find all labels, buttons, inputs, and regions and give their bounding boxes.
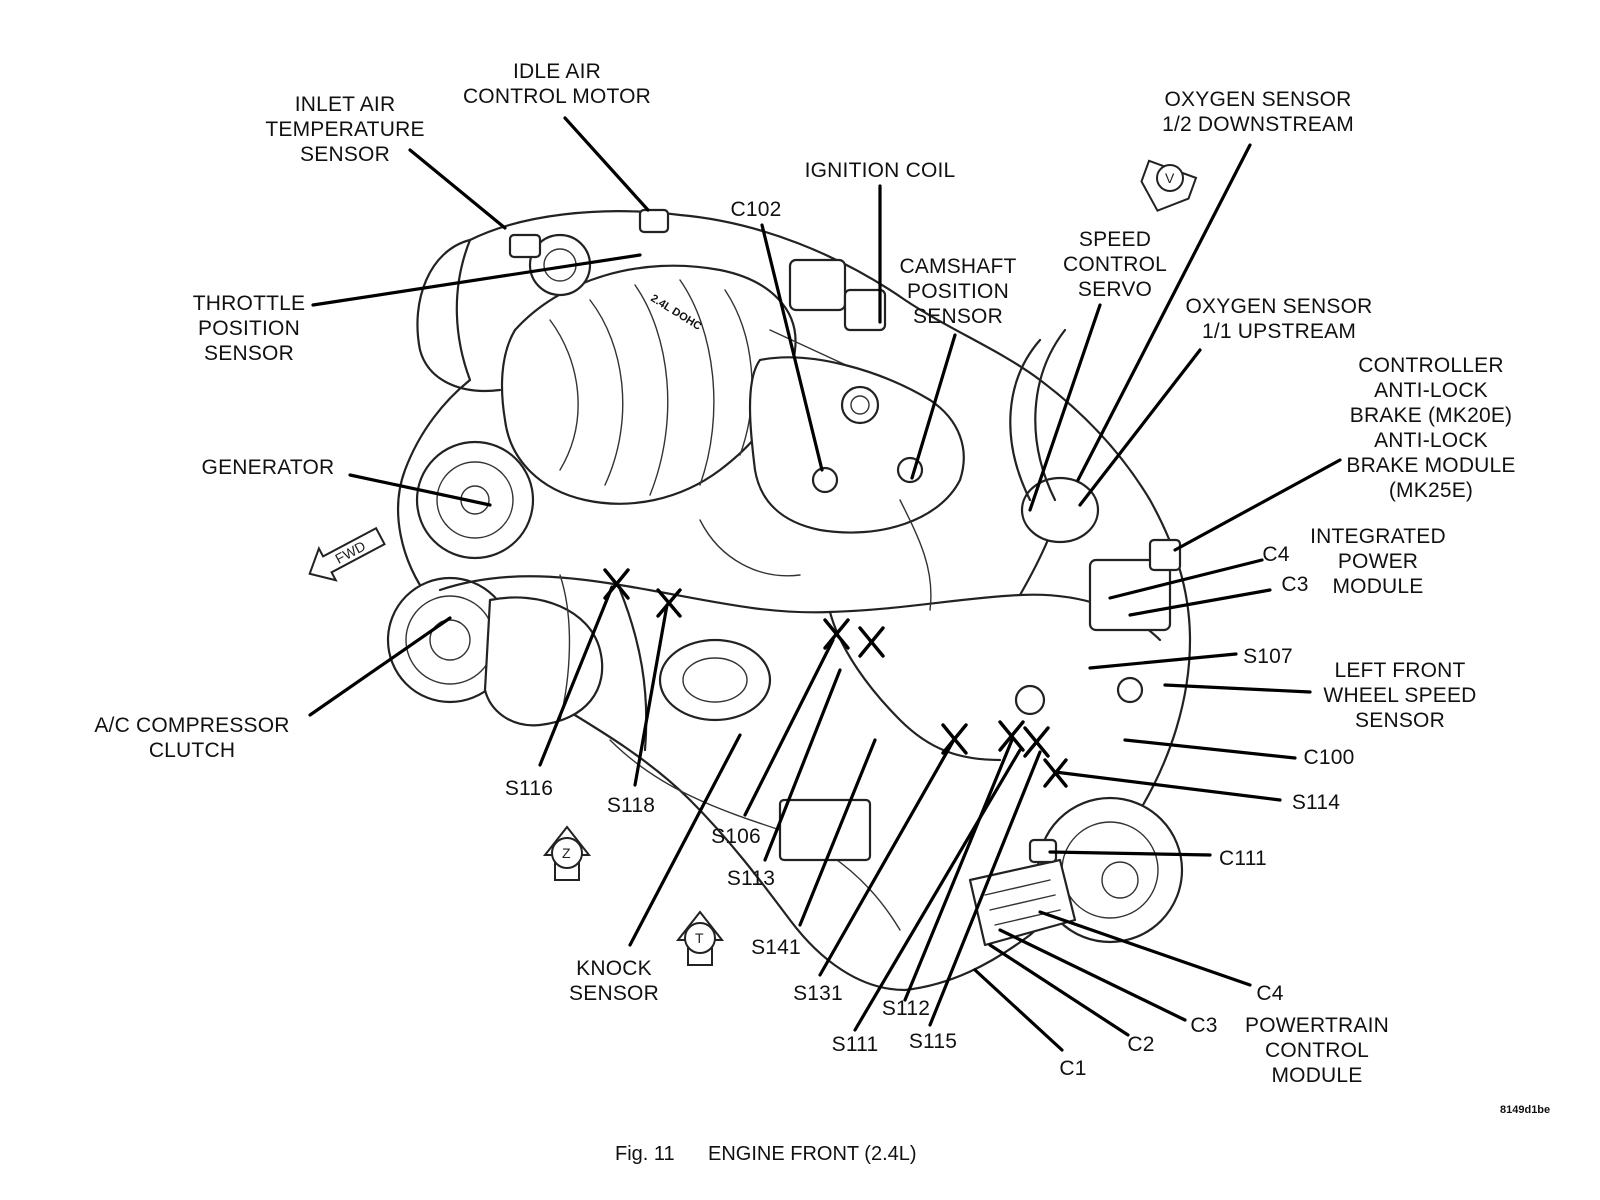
generator-body bbox=[415, 440, 535, 560]
svg-text:T: T bbox=[695, 930, 704, 946]
label-s118: S118 bbox=[607, 794, 655, 817]
speed-control-servo-body bbox=[1020, 476, 1100, 544]
iat-connector bbox=[508, 233, 542, 259]
svg-text:V: V bbox=[1165, 170, 1175, 186]
engine-outline bbox=[397, 210, 1192, 992]
intake-manifold bbox=[500, 264, 797, 505]
iac-connector bbox=[638, 208, 670, 234]
label-s115: S115 bbox=[909, 1030, 957, 1053]
ignition-coil-body bbox=[788, 258, 847, 312]
label-s116: S116 bbox=[505, 777, 553, 800]
label-c3-upper: C3 bbox=[1281, 573, 1308, 596]
label-s107: S107 bbox=[1243, 645, 1293, 668]
leader-lines bbox=[308, 116, 1342, 1052]
view-v-symbol: V bbox=[1140, 159, 1198, 212]
view-z-symbol: Z bbox=[542, 825, 592, 881]
label-s111: S111 bbox=[832, 1033, 879, 1056]
label-generator: GENERATOR bbox=[202, 456, 335, 479]
label-c1: C1 bbox=[1059, 1057, 1086, 1080]
fwd-arrow-symbol: FWD bbox=[308, 526, 386, 582]
label-c2: C2 bbox=[1127, 1033, 1154, 1056]
svg-text:Z: Z bbox=[562, 845, 571, 861]
label-s113: S113 bbox=[727, 867, 775, 890]
label-s141: S141 bbox=[751, 936, 801, 959]
label-c4-lower: C4 bbox=[1256, 982, 1283, 1005]
label-s106: S106 bbox=[711, 825, 761, 848]
throttle-body bbox=[528, 233, 592, 297]
label-c4-upper: C4 bbox=[1262, 543, 1289, 566]
label-c111: C111 bbox=[1219, 847, 1267, 870]
label-c100: C100 bbox=[1303, 746, 1354, 769]
oil-filler-cap bbox=[840, 385, 880, 425]
label-ignition-coil: IGNITION COIL bbox=[805, 159, 956, 182]
cylinder-head bbox=[748, 356, 965, 534]
label-c3-lower: C3 bbox=[1190, 1014, 1217, 1037]
image-code: 8149d1be bbox=[1500, 1104, 1550, 1116]
label-s131: S131 bbox=[793, 982, 843, 1005]
figure-caption-number: Fig. 11 bbox=[615, 1143, 675, 1165]
label-s114: S114 bbox=[1292, 791, 1340, 814]
engine-drawing: 2.4L DOHC bbox=[386, 208, 1192, 992]
oil-pan bbox=[778, 798, 872, 862]
splice-marks bbox=[603, 568, 1068, 788]
view-t-symbol: T bbox=[675, 910, 725, 966]
label-c102: C102 bbox=[730, 198, 781, 221]
label-s112: S112 bbox=[882, 997, 930, 1020]
exhaust-manifold bbox=[658, 638, 772, 722]
figure-caption-title: ENGINE FRONT (2.4L) bbox=[708, 1143, 917, 1165]
